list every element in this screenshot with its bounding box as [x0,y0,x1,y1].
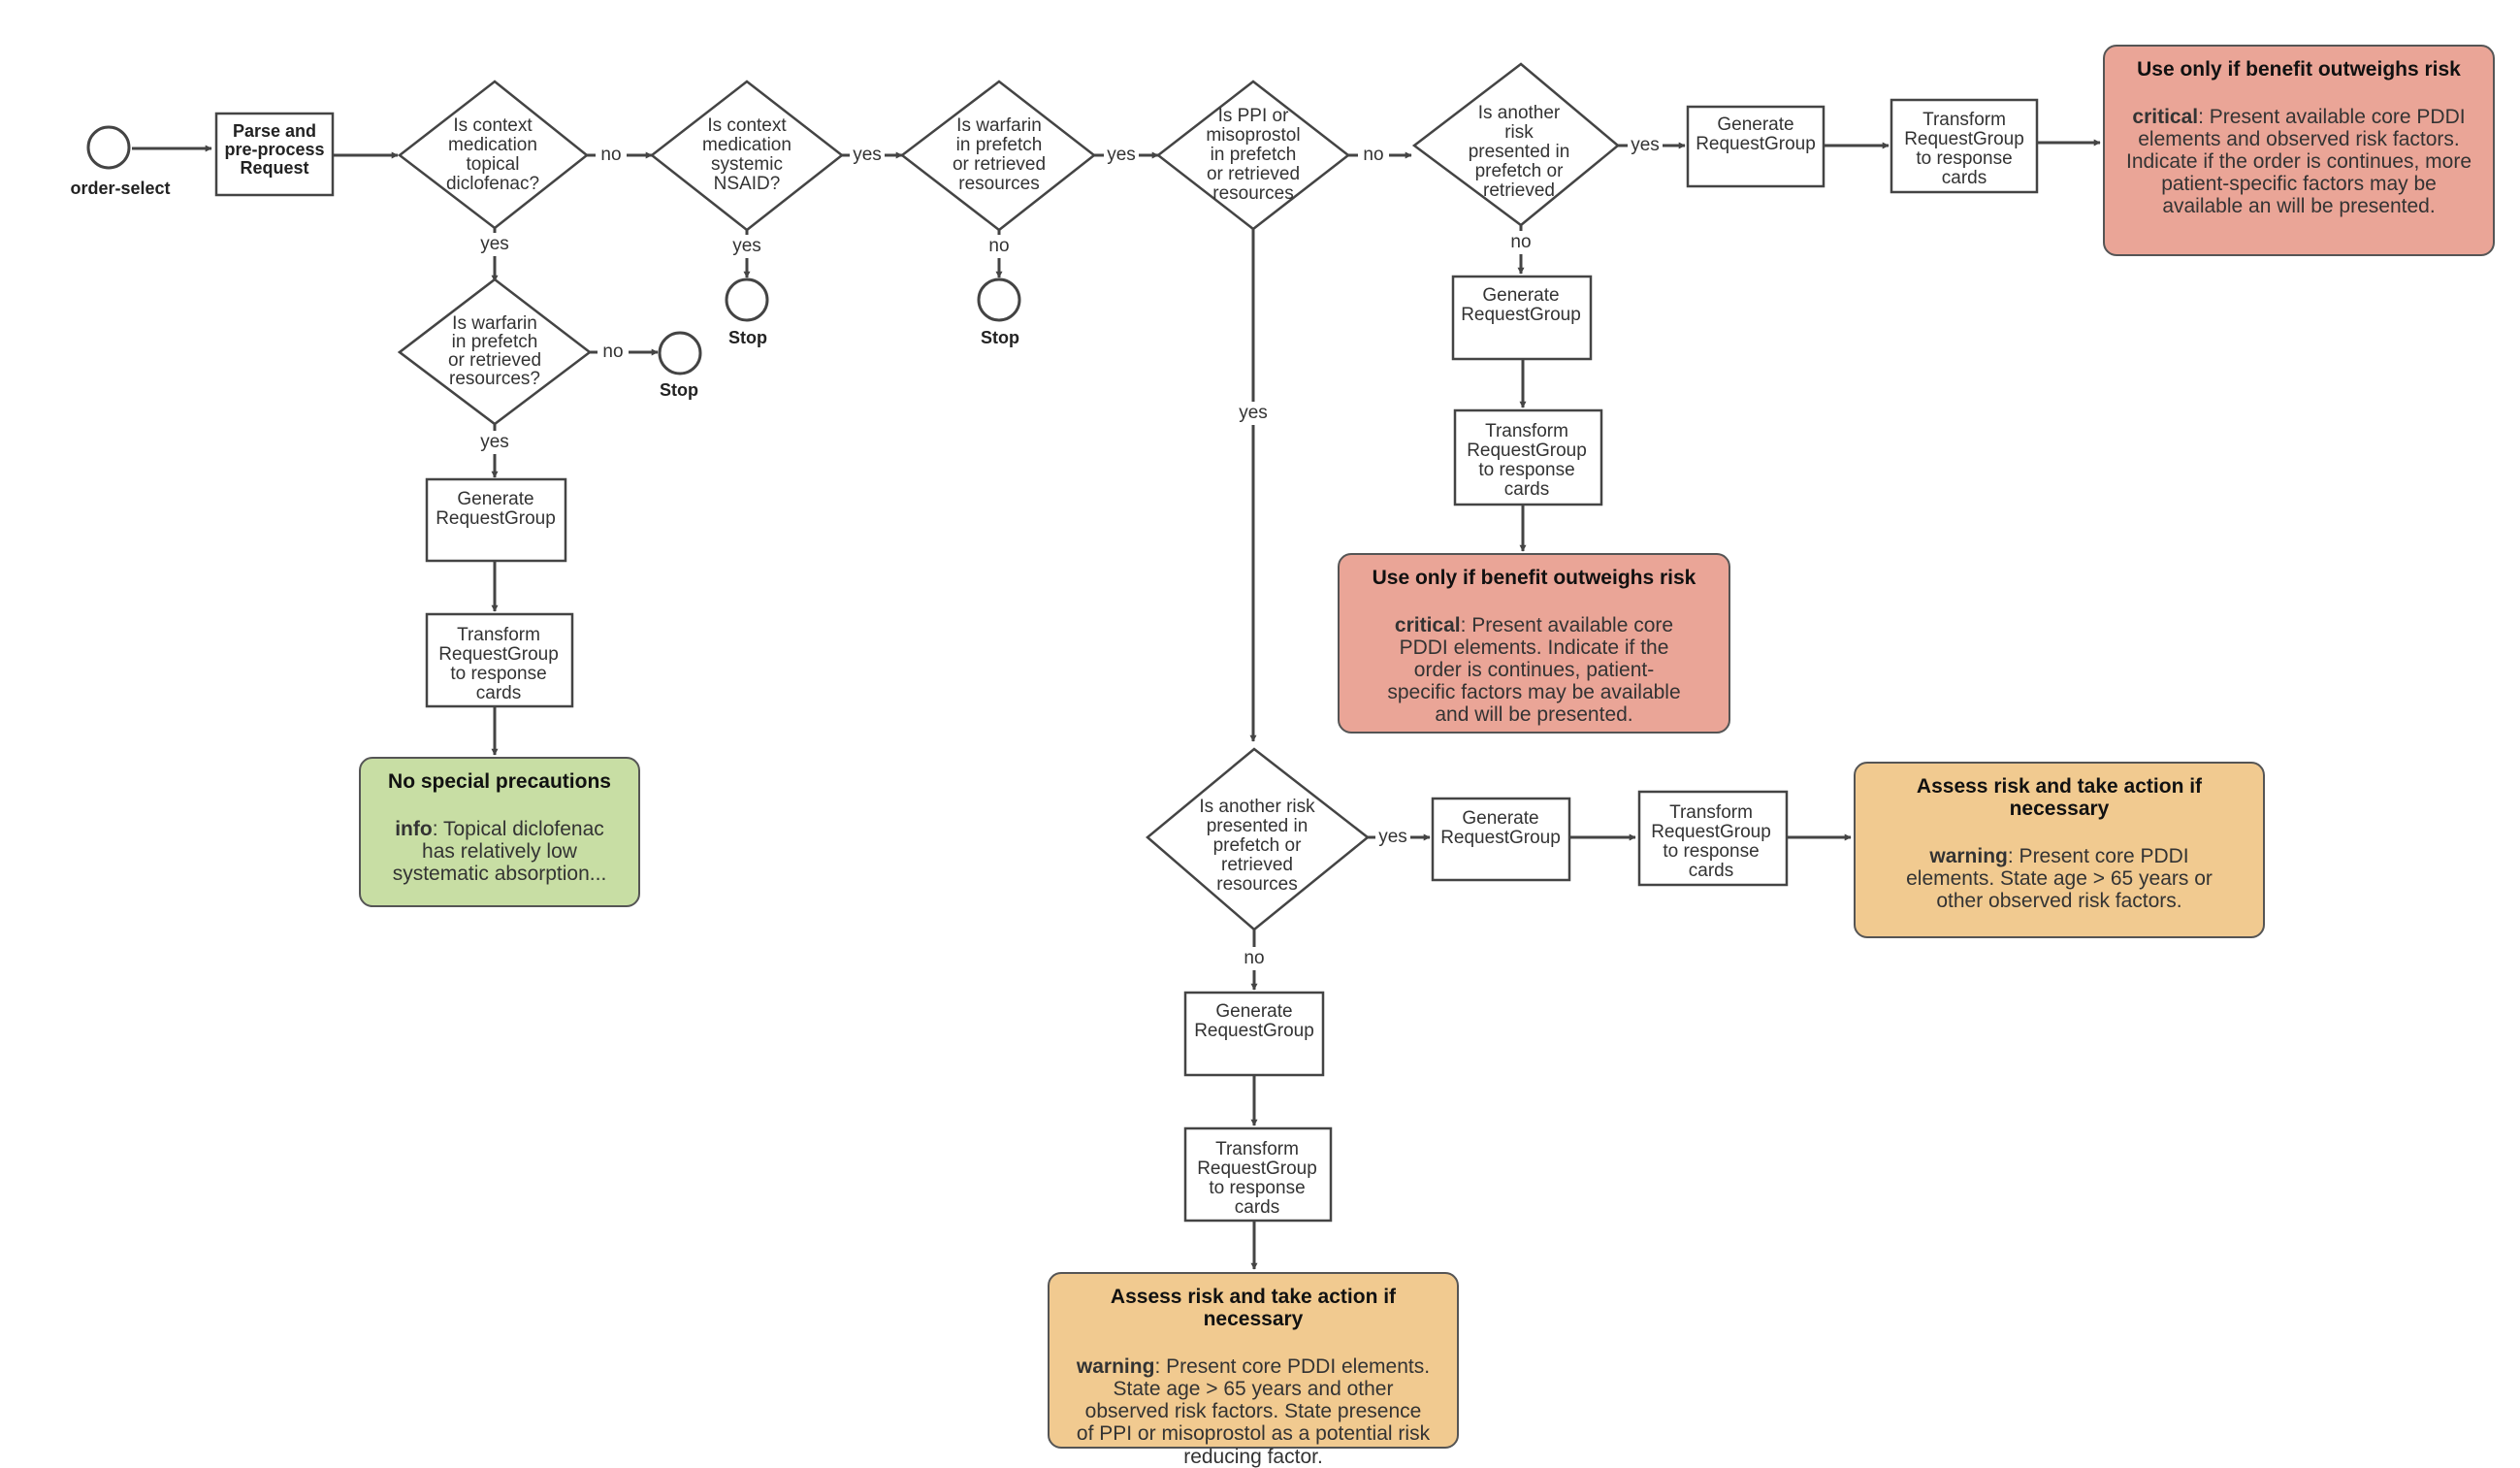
transform-requestgroup-bottom [1183,1126,1333,1223]
card-warning-right-severity: warning [1929,845,2008,868]
card-warning-bottom-severity: warning [1076,1355,1155,1379]
transform-requestgroup-left [425,612,574,708]
edge-label-ppi-no: no [1363,145,1383,165]
stop-event-left [658,331,702,375]
card-critical-mid-severity: critical [1394,614,1461,637]
edge-label-ppi-yes: yes [1239,403,1268,423]
card-critical-top-title: Use only if benefit outweighs risk [2137,58,2461,81]
card-warning-right-title: Assess risk and take action if necessary [1916,775,2203,821]
card-critical-mid: Use only if benefit outweighs risk criti… [1338,553,1730,734]
edge-label-risk-top-yes: yes [1631,135,1660,155]
card-critical-top: Use only if benefit outweighs risk criti… [2103,45,2495,256]
stop-event-warfarin [977,277,1021,322]
card-critical-top-text: : Present available core PDDI elements a… [2125,106,2472,218]
edge-label-warfarin-left-yes: yes [480,432,509,452]
decision-another-risk-top [1411,62,1620,227]
transform-requestgroup-mid [1453,408,1603,506]
card-critical-mid-title: Use only if benefit outweighs risk [1372,567,1696,589]
start-event [86,125,131,170]
card-info-left-body: info: Topical diclofenac has relatively … [378,818,621,885]
card-critical-top-severity: critical [2132,106,2199,129]
card-warning-right-body: warning: Present core PDDI elements. Sta… [1873,845,2245,912]
generate-requestgroup-top [1686,105,1825,188]
edge-label-warfarin-yes: yes [1107,145,1136,165]
card-warning-right: Assess risk and take action if necessary… [1854,762,2265,938]
decision-topical-diclofenac [397,80,590,230]
decision-another-risk-low [1146,747,1371,931]
edge-label-warfarin-no: no [988,236,1009,256]
card-info-left: No special precautions info: Topical dic… [359,757,640,907]
card-warning-right-text: : Present core PDDI elements. State age … [1906,845,2213,913]
card-info-left-severity: info [395,818,433,841]
stop-event-nsaid-label: Stop [728,328,767,347]
generate-requestgroup-low [1431,797,1571,882]
decision-ppi-misoprostol [1155,80,1351,231]
stop-event-warfarin-label: Stop [981,328,1019,347]
edge-label-warfarin-left-no: no [602,342,623,362]
card-critical-mid-text: : Present available core PDDI elements. … [1387,614,1681,727]
card-info-left-text: : Topical diclofenac has relatively low … [392,818,607,886]
card-critical-top-body: critical: Present available core PDDI el… [2122,106,2475,217]
edge-label-risk-low-yes: yes [1378,827,1407,847]
edge-label-nsaid-yes-down: yes [732,236,761,256]
generate-requestgroup-bottom [1183,991,1325,1077]
stop-event-nsaid [725,277,769,322]
card-warning-bottom-text: : Present core PDDI elements. State age … [1076,1355,1431,1468]
generate-requestgroup-left [425,477,567,563]
stop-event-left-label: Stop [660,380,698,400]
edge-label-topical-yes: yes [480,234,509,254]
generate-requestgroup-mid [1451,275,1593,361]
start-event-label: order-select [70,179,170,198]
card-warning-bottom-title: Assess risk and take action if necessary [1110,1286,1397,1331]
card-warning-bottom: Assess risk and take action if necessary… [1048,1272,1459,1468]
decision-systemic-nsaid [649,80,845,232]
edge-label-risk-top-no: no [1510,232,1531,252]
card-critical-mid-body: critical: Present available core PDDI el… [1357,614,1711,726]
transform-requestgroup-low [1637,790,1789,887]
edge-labels: no yes no yes yes yes yes no no yes yes … [477,134,1663,970]
card-warning-bottom-body: warning: Present core PDDI elements. Sta… [1067,1355,1439,1467]
parse-request-box [214,112,335,197]
decision-warfarin [899,80,1097,232]
edge-label-nsaid-yes-right: yes [853,145,882,165]
edge-label-risk-low-no: no [1244,948,1264,968]
transform-requestgroup-top [1890,98,2039,194]
decision-warfarin-left-shape [397,277,593,426]
card-info-left-title: No special precautions [388,770,611,793]
edge-label-topical-no: no [600,145,621,165]
